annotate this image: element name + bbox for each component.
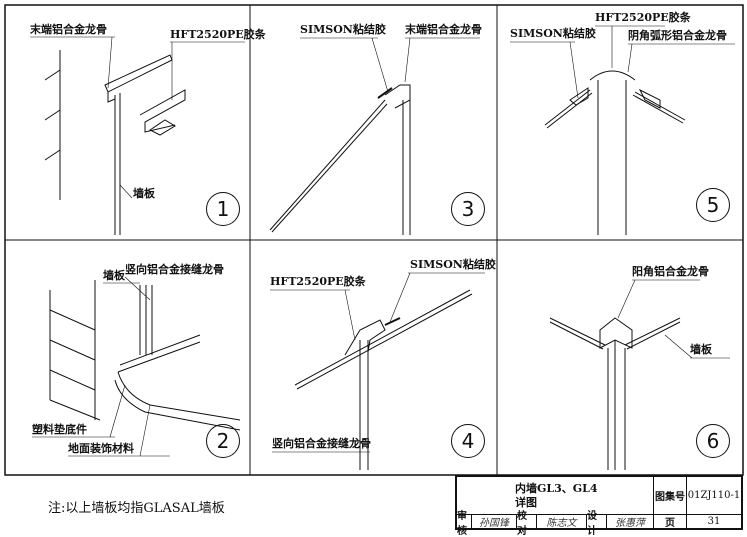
design-label: 设计 [587,511,607,537]
detail-number-1: 1 [206,192,240,226]
detail-number-4: 4 [451,424,485,458]
label-inner-corner-keel: 阴角弧形铝合金龙骨 [628,29,727,42]
detail-5-drawing [510,25,735,235]
drawing-title: 内墙GL3、GL4 [515,481,598,495]
label-end-aluminum-keel: 末端铝合金龙骨 [30,23,107,36]
detail-number-5: 5 [696,188,730,222]
detail-3-drawing [269,37,480,235]
label-simson-adhesive: SIMSON粘结胶 [510,27,596,40]
review-label: 审核 [457,511,472,537]
check-signature: 陈志文 [537,514,587,529]
detail-4-drawing [270,272,485,470]
label-vertical-joint-keel: 竖向铝合金接缝龙骨 [272,437,371,450]
detail-2-drawing [32,276,241,457]
detail-number-2: 2 [206,424,240,458]
label-wall-panel: 墙板 [690,343,712,356]
page-number: 31 [687,514,741,528]
detail-1-drawing [30,36,245,235]
label-wall-panel: 墙板 [133,187,155,200]
detail-number-3: 3 [451,192,485,226]
check-label: 校对 [517,511,537,537]
label-simson-adhesive: SIMSON粘结胶 [410,258,496,271]
detail-6-drawing [549,279,730,470]
review-signature: 孙国锋 [472,514,517,529]
label-simson-adhesive: SIMSON粘结胶 [300,23,386,36]
design-signature: 张惠萍 [607,514,654,529]
label-pe-strip: HFT2520PE胶条 [595,11,691,24]
label-end-aluminum-keel: 末端铝合金龙骨 [405,23,482,36]
page-label: 页 [654,514,687,529]
label-wall-panel: 墙板 [103,269,125,282]
drawing-subtitle: 详图 [515,495,537,509]
label-vertical-joint-keel: 竖向铝合金接缝龙骨 [125,263,224,276]
label-floor-finish: 地面装饰材料 [68,442,134,455]
atlas-label: 图集号 [654,477,687,514]
detail-number-6: 6 [696,424,730,458]
label-pe-strip: HFT2520PE胶条 [170,28,266,41]
atlas-number: 01ZJ110-1 [687,490,741,501]
title-block: 内墙GL3、GL4 详图 图集号 01ZJ110-1 审核 孙国锋 校对 陈志文… [455,475,743,537]
label-outer-corner-keel: 阳角铝合金龙骨 [632,265,709,278]
label-plastic-base: 塑料垫底件 [32,423,87,436]
sheet-note: 注:以上墙板均指GLASAL墙板 [48,501,225,516]
label-pe-strip: HFT2520PE胶条 [270,275,366,288]
